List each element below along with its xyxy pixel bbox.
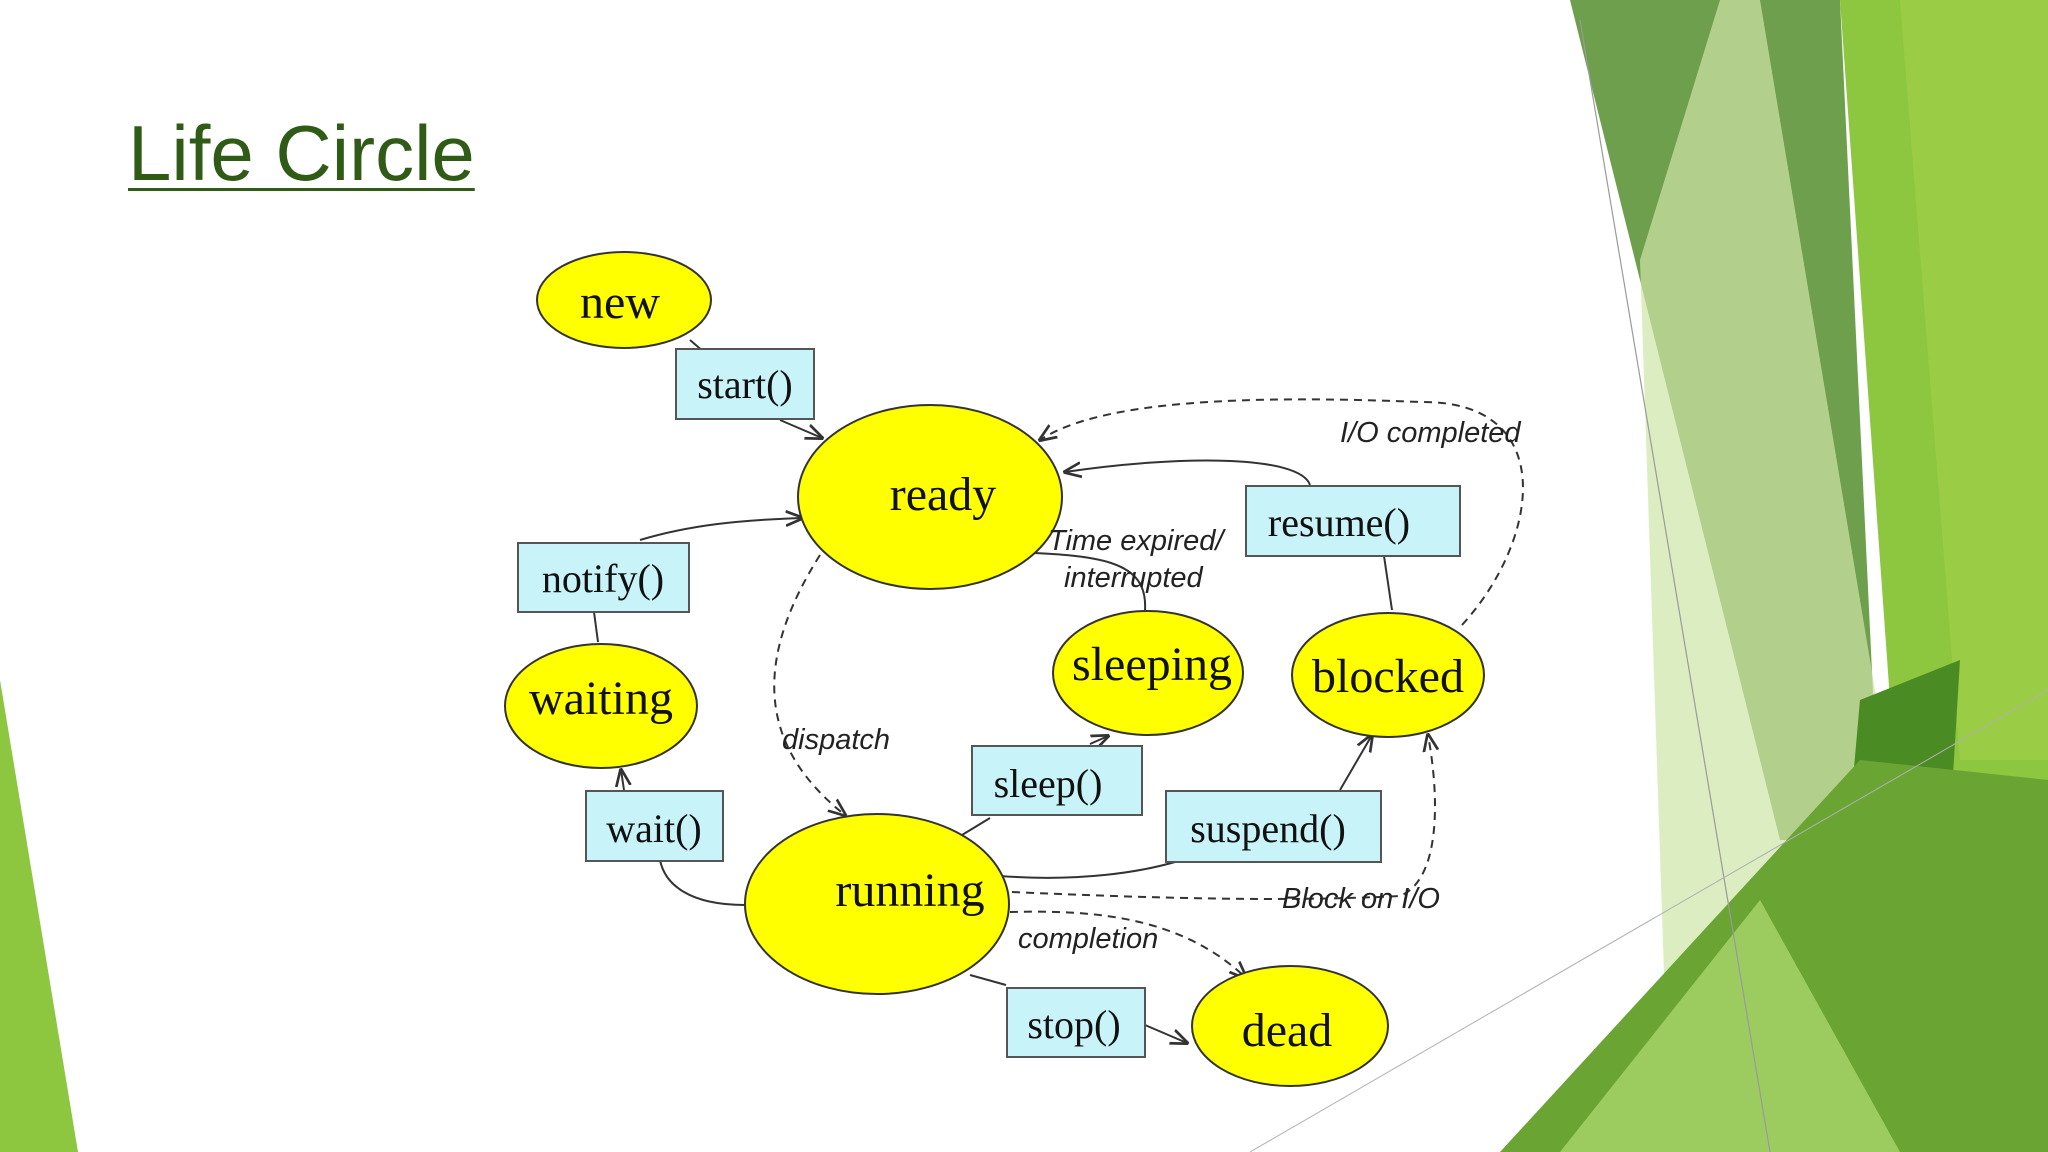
edge-stop-to-dead bbox=[1144, 1024, 1187, 1043]
edge-resume-to-ready bbox=[1065, 459, 1311, 486]
edge-suspend-to-blocked bbox=[1339, 735, 1372, 791]
edge-running-to-wait bbox=[659, 859, 746, 906]
method-sleep-label: sleep() bbox=[994, 761, 1103, 806]
edge-io-completed bbox=[1040, 398, 1524, 626]
method-start: start() bbox=[675, 348, 815, 420]
slide-title: Life Circle bbox=[128, 109, 475, 197]
method-resume: resume() bbox=[1245, 485, 1461, 557]
method-wait: wait() bbox=[585, 790, 724, 862]
state-ready-label: ready bbox=[890, 468, 997, 521]
edge-wait-to-waiting bbox=[621, 770, 624, 791]
state-dead-label: dead bbox=[1242, 1004, 1333, 1057]
edge-running-to-dead-completion bbox=[1009, 910, 1246, 978]
state-blocked: blocked bbox=[1291, 612, 1485, 738]
left-green-strip bbox=[0, 680, 78, 1152]
method-wait-label: wait() bbox=[606, 806, 702, 851]
note-time-expired: Time expired/ bbox=[1048, 525, 1226, 557]
state-sleeping-label: sleeping bbox=[1072, 638, 1232, 691]
edge-ready-to-running-dispatch bbox=[773, 554, 845, 815]
note-block-on-io: Block on I/O bbox=[1282, 883, 1440, 915]
method-notify-label: notify() bbox=[542, 556, 664, 601]
edge-block-on-io bbox=[1011, 735, 1435, 900]
method-suspend: suspend() bbox=[1165, 790, 1382, 863]
state-running-label: running bbox=[835, 864, 984, 917]
thin-line-1 bbox=[1579, 19, 1771, 1152]
note-interrupted: interrupted bbox=[1064, 562, 1204, 594]
bottom-facet-light bbox=[1560, 900, 1900, 1152]
method-resume-label: resume() bbox=[1268, 500, 1410, 545]
note-dispatch: dispatch bbox=[782, 724, 890, 756]
edge-sleeping-to-ready bbox=[1008, 552, 1147, 611]
state-waiting: waiting bbox=[504, 643, 698, 769]
state-running: running bbox=[744, 813, 1010, 995]
method-notify: notify() bbox=[517, 542, 690, 613]
method-stop-label: stop() bbox=[1027, 1002, 1120, 1047]
right-facet-bright bbox=[1900, 0, 2048, 760]
method-stop: stop() bbox=[1006, 987, 1146, 1058]
method-suspend-label: suspend() bbox=[1190, 806, 1346, 851]
edge-blocked-to-resume bbox=[1383, 555, 1393, 611]
method-start-label: start() bbox=[697, 362, 793, 407]
edge-waiting-to-notify bbox=[593, 611, 599, 643]
state-sleeping: sleeping bbox=[1052, 610, 1244, 736]
method-sleep: sleep() bbox=[971, 745, 1143, 816]
edge-sleep-to-sleeping bbox=[1089, 736, 1108, 744]
thin-line-2 bbox=[1249, 689, 2048, 1152]
state-dead: dead bbox=[1191, 965, 1389, 1087]
edge-notify-to-ready bbox=[639, 518, 802, 541]
edge-running-to-stop bbox=[969, 974, 1007, 986]
edge-running-to-sleep bbox=[961, 817, 991, 836]
note-io-completed: I/O completed bbox=[1340, 417, 1521, 449]
edge-running-to-suspend bbox=[999, 861, 1176, 879]
state-new-label: new bbox=[580, 276, 660, 329]
state-new: new bbox=[536, 251, 712, 349]
state-ready: ready bbox=[797, 404, 1063, 590]
state-waiting-label: waiting bbox=[529, 672, 673, 725]
note-completion: completion bbox=[1018, 923, 1158, 955]
state-blocked-label: blocked bbox=[1312, 650, 1464, 703]
